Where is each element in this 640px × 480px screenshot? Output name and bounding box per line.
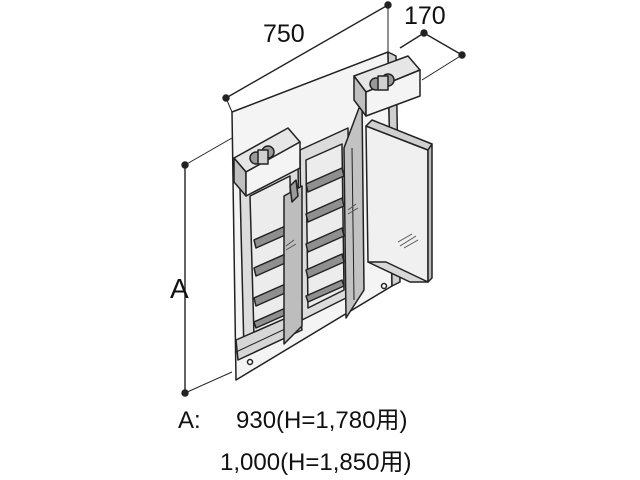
legend-label: A:	[178, 407, 201, 434]
door-panels	[283, 99, 433, 345]
legend-row-2-note: (H=1,850用)	[280, 449, 412, 476]
light-right	[353, 55, 421, 117]
legend-row-1-value: 930	[236, 407, 277, 434]
legend-row-1-note: (H=1,780用)	[276, 407, 408, 434]
depth-dimension-label: 170	[404, 2, 446, 30]
width-dimension-label: 750	[263, 20, 305, 48]
legend-row-2-value: 1,000	[220, 449, 281, 476]
legend-row-2: 1,000(H=1,850用)	[220, 442, 411, 477]
dimension-lines	[181, 1, 466, 397]
legend-row-1: A: 930(H=1,780用)	[178, 400, 407, 435]
light-left	[233, 127, 301, 197]
height-dimension-label: A	[170, 273, 189, 304]
mirror-reflections	[285, 203, 419, 251]
